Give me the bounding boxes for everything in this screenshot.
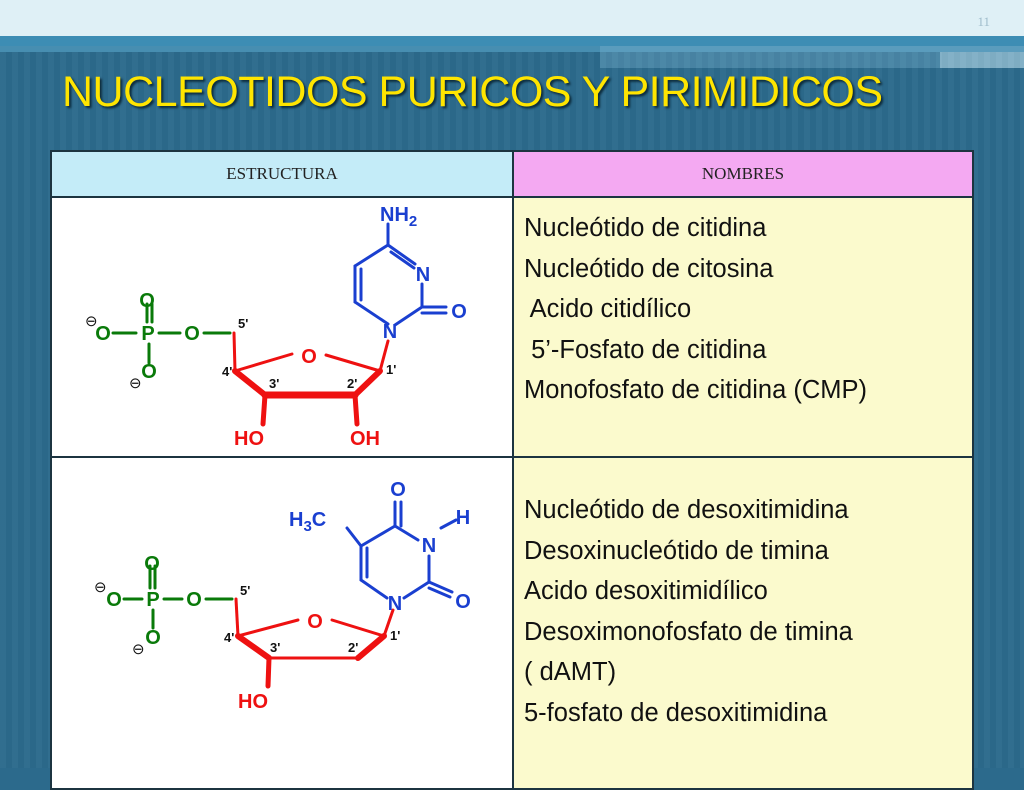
- hydroxyl-left: HO: [238, 691, 268, 713]
- atom-ring-oxygen: O: [307, 611, 323, 633]
- header-names: NOMBRES: [514, 152, 972, 196]
- nucleotide-name: Monofosfato de citidina (CMP): [524, 376, 867, 404]
- amino-group: NH2: [380, 204, 417, 230]
- names-cell-cmp: Nucleótido de citidina Nucleótido de cit…: [514, 198, 972, 456]
- atom-carbonyl-oxygen-top: O: [390, 479, 406, 501]
- methyl-c: C: [312, 509, 326, 531]
- header-structure: ESTRUCTURA: [52, 152, 514, 196]
- atom-phosphorus: P: [141, 323, 154, 345]
- structure-cell-cmp: O O P O O O HO OH N N O NH2 5' 4' 3' 2' …: [52, 198, 514, 456]
- negative-charge-icon: ⊖: [94, 579, 107, 596]
- nucleotide-name: Acido desoxitimidílico: [524, 577, 768, 605]
- carbon-label-2: 2': [347, 376, 357, 391]
- negative-charge-icon: ⊖: [132, 641, 145, 658]
- nucleotide-name: 5-fosfato de desoxitimidina: [524, 698, 828, 727]
- atom-oxygen: O: [186, 589, 202, 611]
- carbon-label-2: 2': [348, 640, 358, 655]
- carbon-label-1: 1': [390, 628, 400, 643]
- background-band: [0, 36, 1024, 46]
- atom-oxygen: O: [95, 323, 111, 345]
- atom-nitrogen-1: N: [383, 321, 397, 343]
- carbon-label-3: 3': [270, 640, 280, 655]
- carbon-label-5: 5': [240, 583, 250, 598]
- negative-charge-icon: ⊖: [85, 313, 98, 330]
- methyl-group: H3C: [289, 509, 326, 535]
- atom-oxygen: O: [184, 323, 200, 345]
- nucleotide-name: Desoxinucleótido de timina: [524, 536, 829, 565]
- nucleotide-name: Nucleótido de citidina: [524, 214, 767, 242]
- slide-number: 11: [977, 14, 990, 29]
- background-band-light: [0, 46, 1024, 52]
- carbon-label-3: 3': [269, 376, 279, 391]
- carbon-label-4: 4': [222, 364, 232, 379]
- nucleotide-name: Nucleótido de citosina: [524, 254, 774, 283]
- atom-ring-oxygen: O: [301, 346, 317, 368]
- hydroxyl-left: HO: [234, 428, 264, 450]
- carbon-label-4: 4': [224, 630, 234, 645]
- atom-nitrogen-3: N: [416, 264, 430, 286]
- atom-nitrogen-1: N: [388, 593, 402, 615]
- atom-hydrogen: H: [456, 507, 470, 529]
- carbon-label-1: 1': [386, 362, 396, 377]
- names-cell-dtmp: Nucleótido de desoxitimidina Desoxinucle…: [514, 458, 972, 788]
- atom-oxygen: O: [145, 627, 161, 649]
- row-divider: [52, 196, 972, 198]
- atom-nitrogen-3: N: [422, 535, 436, 557]
- methyl-h: H: [289, 509, 303, 531]
- atom-carbonyl-oxygen: O: [455, 591, 471, 613]
- nucleotide-name: Nucleótido de desoxitimidina: [524, 496, 849, 524]
- nucleotide-name: Acido citidílico: [524, 295, 692, 323]
- atom-oxygen: O: [141, 361, 157, 383]
- structure-cell-dtmp: O O P O O O HO O N H O N H3C 5' 4' 3' 2'…: [52, 458, 514, 788]
- atom-oxygen: O: [106, 589, 122, 611]
- carbon-label-5: 5': [238, 316, 248, 331]
- methyl-subscript: 3: [303, 518, 311, 535]
- dtmp-structure-diagram: O O P O O O HO O N H O N H3C 5' 4' 3' 2'…: [94, 479, 471, 713]
- background-accent-block: [600, 46, 1024, 68]
- background-top-band: [0, 0, 1024, 36]
- negative-charge-icon: ⊖: [129, 375, 142, 392]
- nucleotide-name: 5’-Fosfato de citidina: [524, 335, 767, 364]
- background-accent-block-small: [940, 52, 1024, 68]
- amino-subscript: 2: [409, 213, 417, 230]
- nucleotide-name: Desoximonofosfato de timina: [524, 617, 853, 646]
- cmp-structure-diagram: O O P O O O HO OH N N O NH2 5' 4' 3' 2' …: [85, 204, 467, 450]
- amino-nh: NH: [380, 204, 409, 226]
- row-divider: [52, 456, 972, 458]
- nucleotide-name: ( dAMT): [524, 658, 617, 686]
- atom-oxygen: O: [144, 553, 160, 575]
- atom-phosphorus: P: [146, 589, 159, 611]
- atom-carbonyl-oxygen: O: [451, 301, 467, 323]
- nucleotide-table: ESTRUCTURA NOMBRES: [50, 150, 974, 790]
- slide-title: NUCLEOTIDOS PURICOS Y PIRIMIDICOS: [62, 68, 883, 116]
- hydroxyl-right: OH: [350, 428, 380, 450]
- atom-oxygen: O: [139, 290, 155, 312]
